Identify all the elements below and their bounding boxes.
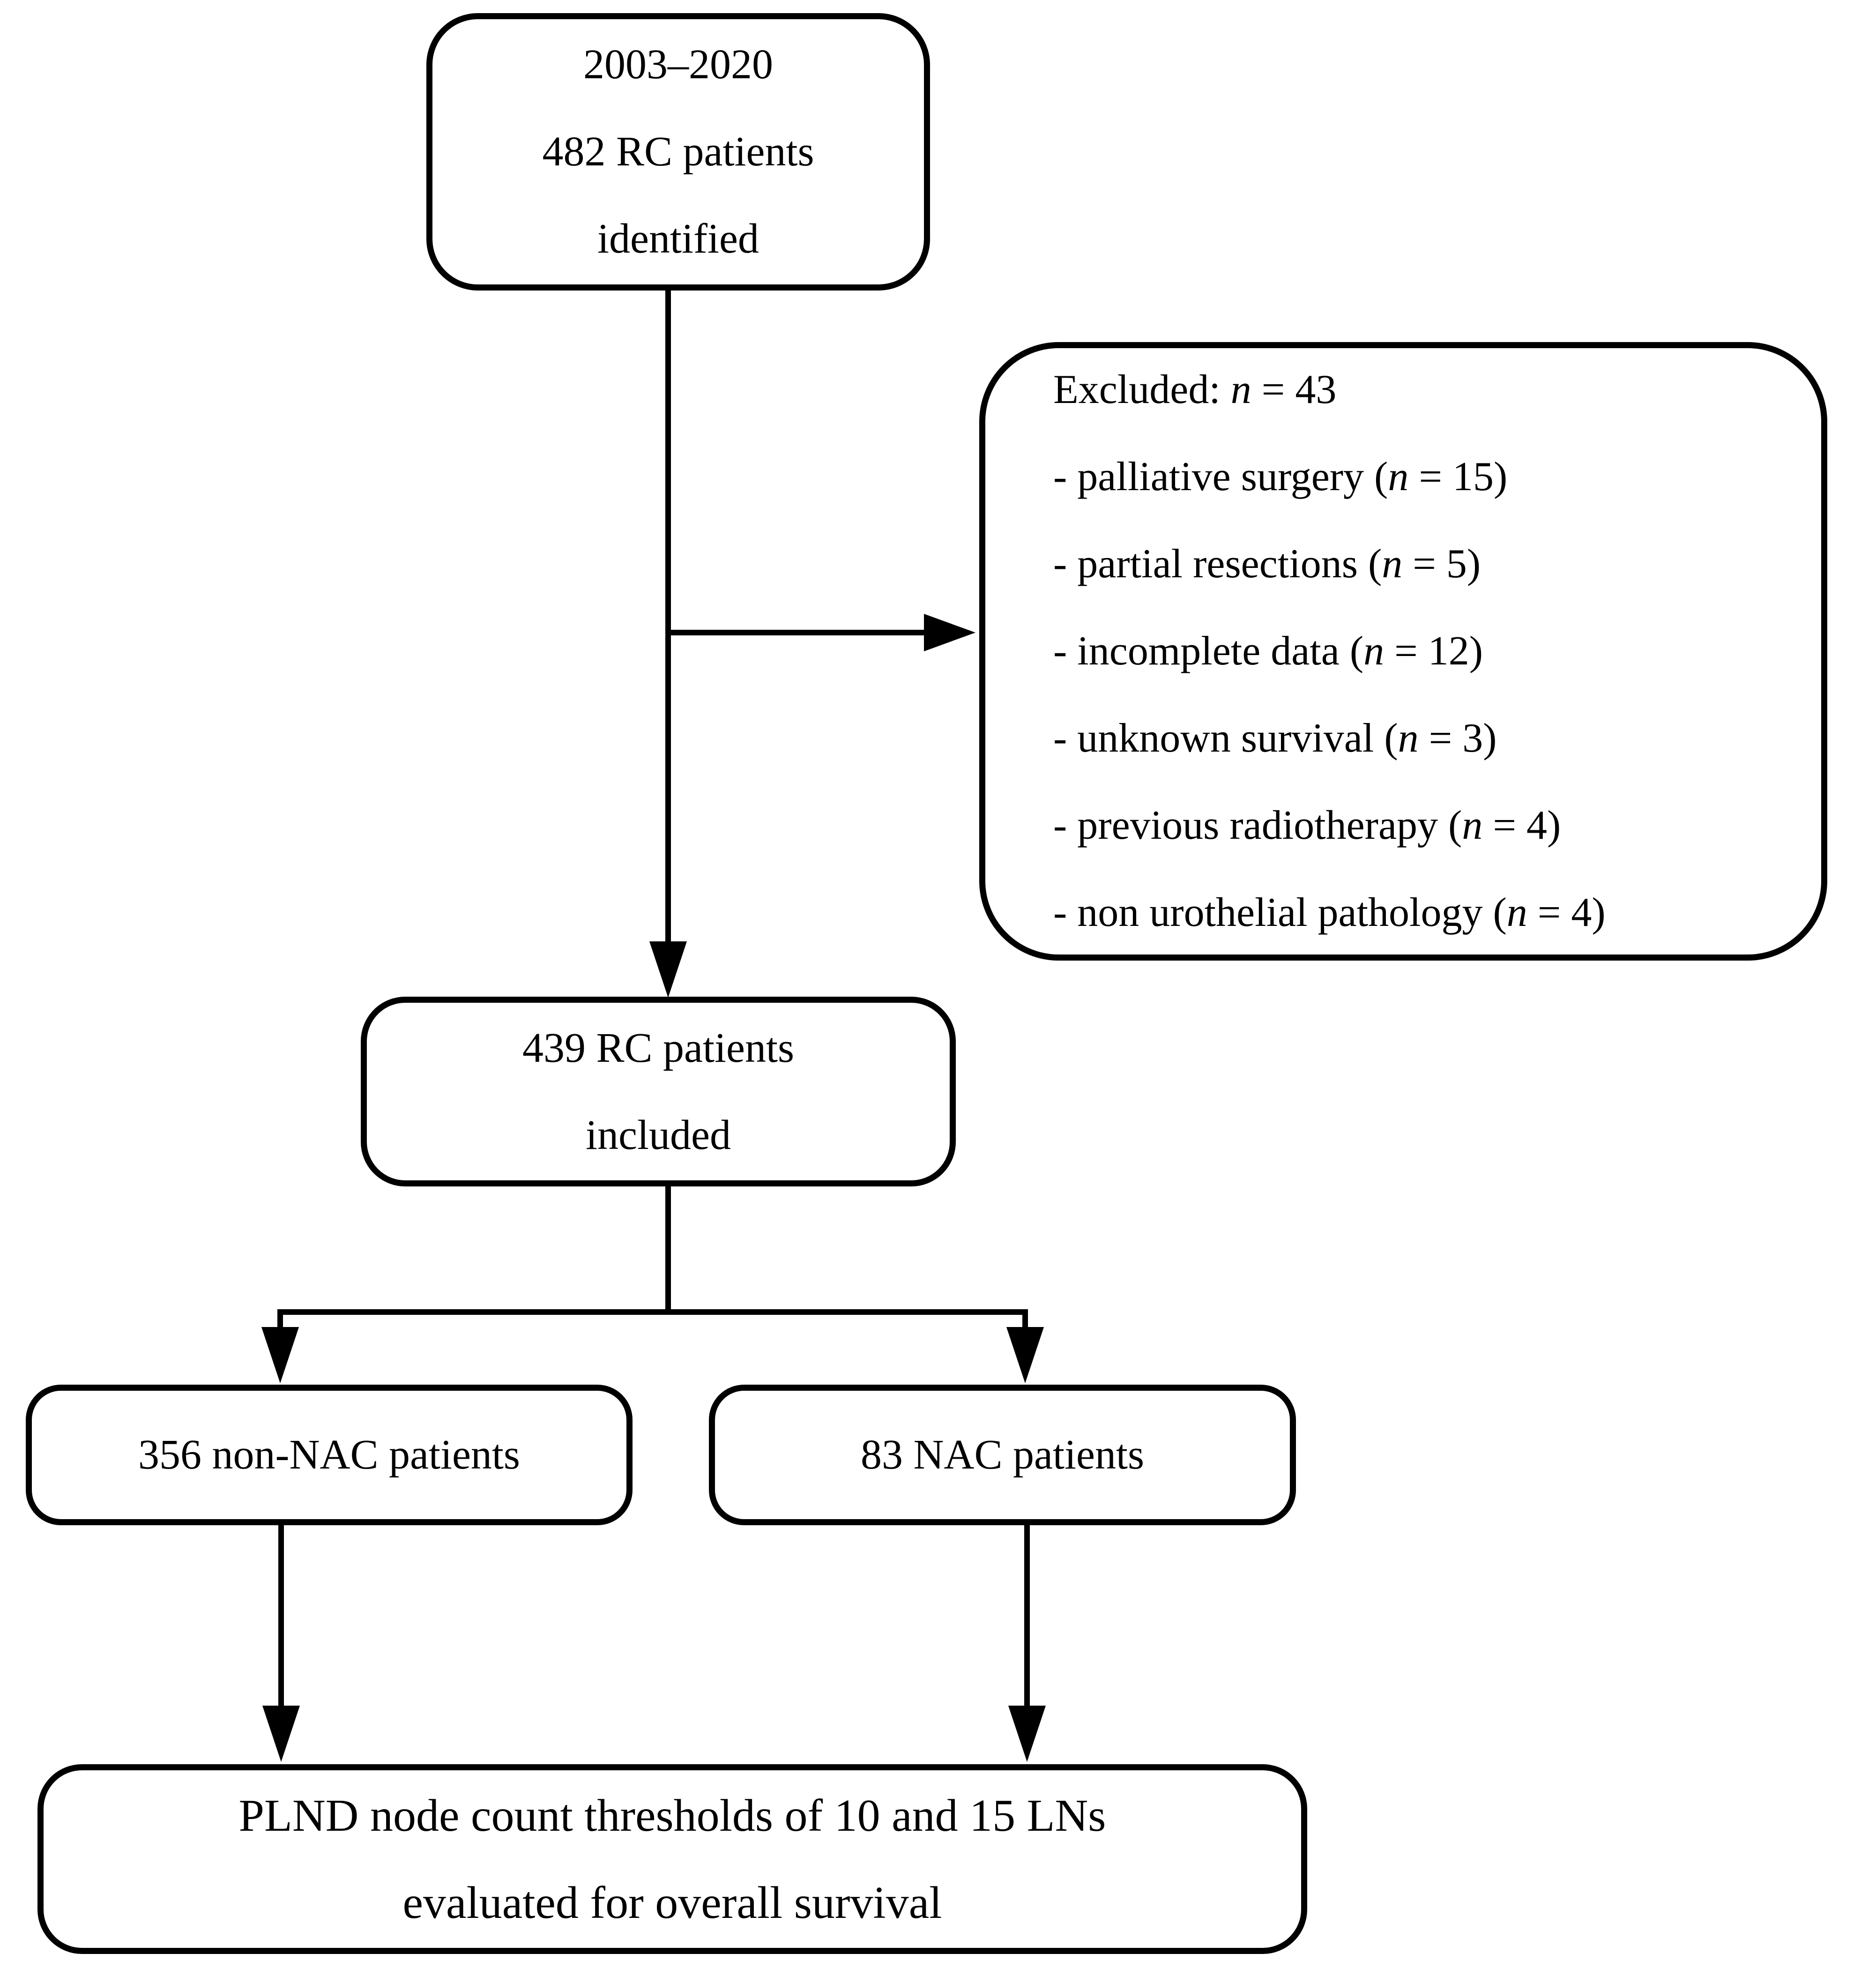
excluded-item-partial: - partial resections (n = 5)	[1053, 521, 1481, 608]
excluded-item-count: = 4)	[1482, 803, 1561, 848]
connector-identified-to-included	[665, 291, 671, 944]
connector-split-bar	[277, 1309, 1028, 1315]
excluded-item-incomplete: - incomplete data (n = 12)	[1053, 608, 1483, 695]
connector-nac-to-outcome	[1024, 1525, 1030, 1709]
arrowhead-down-icon	[649, 941, 687, 998]
identified-years: 2003–2020	[583, 41, 773, 88]
arrowhead-down-icon	[261, 1327, 299, 1383]
excluded-item-nvar: n	[1388, 454, 1409, 500]
excluded-item-text: - incomplete data (	[1053, 628, 1364, 674]
excluded-item-text: - partial resections (	[1053, 541, 1382, 587]
connector-non-nac-to-outcome	[278, 1525, 284, 1709]
excluded-item-count: = 5)	[1402, 541, 1481, 587]
excluded-item-unknown-survival: - unknown survival (n = 3)	[1053, 695, 1497, 782]
nac-label: 83 NAC patients	[861, 1432, 1144, 1478]
excluded-item-text: - palliative surgery (	[1053, 454, 1388, 500]
excluded-item-count: = 12)	[1384, 628, 1483, 674]
excluded-item-text: - previous radiotherapy (	[1053, 803, 1462, 848]
excluded-header-count: = 43	[1251, 367, 1337, 412]
arrowhead-down-icon	[262, 1706, 300, 1762]
excluded-header-nvar: n	[1230, 367, 1251, 412]
excluded-item-count: = 15)	[1408, 454, 1508, 500]
excluded-item-count: = 3)	[1418, 716, 1497, 761]
box-identified: 2003–2020 482 RC patients identified	[426, 13, 930, 291]
excluded-header: Excluded: n = 43	[1053, 346, 1336, 433]
excluded-item-nvar: n	[1462, 803, 1483, 848]
arrowhead-right-icon	[924, 614, 975, 651]
excluded-item-count: = 4)	[1527, 890, 1606, 935]
excluded-item-non-urothelial: - non urothelial pathology (n = 4)	[1053, 869, 1606, 956]
identified-label: identified	[597, 216, 759, 262]
identified-count: 482 RC patients	[542, 128, 814, 175]
connector-to-excluded	[665, 630, 928, 635]
box-non-nac: 356 non-NAC patients	[26, 1385, 633, 1525]
excluded-item-text: - non urothelial pathology (	[1053, 890, 1507, 935]
excluded-item-radiotherapy: - previous radiotherapy (n = 4)	[1053, 782, 1561, 869]
box-excluded: Excluded: n = 43 - palliative surgery (n…	[979, 342, 1827, 961]
box-included: 439 RC patients included	[361, 997, 956, 1186]
connector-included-to-split	[665, 1186, 671, 1315]
excluded-item-nvar: n	[1363, 628, 1385, 674]
arrowhead-down-icon	[1006, 1327, 1044, 1383]
box-nac: 83 NAC patients	[709, 1385, 1296, 1525]
excluded-item-palliative: - palliative surgery (n = 15)	[1053, 433, 1507, 521]
connector-split-to-non-nac	[277, 1309, 283, 1331]
outcome-line2: evaluated for overall survival	[402, 1877, 942, 1928]
included-label: included	[586, 1111, 731, 1158]
excluded-header-text: Excluded:	[1053, 367, 1231, 412]
box-outcome: PLND node count thresholds of 10 and 15 …	[37, 1764, 1307, 1954]
non-nac-label: 356 non-NAC patients	[138, 1432, 520, 1478]
included-count: 439 RC patients	[522, 1024, 794, 1071]
excluded-item-nvar: n	[1506, 890, 1527, 935]
excluded-item-nvar: n	[1382, 541, 1403, 587]
connector-split-to-nac	[1022, 1309, 1028, 1331]
excluded-item-nvar: n	[1398, 716, 1419, 761]
excluded-item-text: - unknown survival (	[1053, 716, 1398, 761]
outcome-line1: PLND node count thresholds of 10 and 15 …	[238, 1790, 1106, 1841]
arrowhead-down-icon	[1008, 1706, 1046, 1762]
